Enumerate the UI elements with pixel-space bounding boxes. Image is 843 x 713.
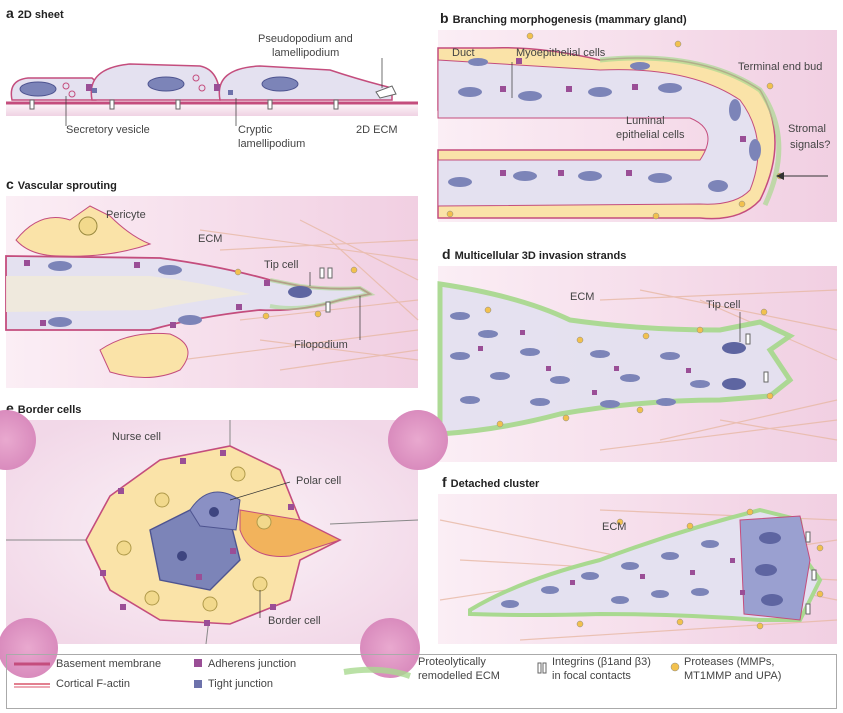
label-filopodium: Filopodium	[294, 339, 348, 351]
panel-c: Pericyte ECM Tip cell Filopodium	[6, 196, 418, 388]
label-terminal-end-bud: Terminal end bud	[738, 61, 822, 73]
panel-a: Pseudopodium and lamellipodium Secretory…	[6, 33, 420, 150]
panel-e: Nurse cell Polar cell Border cell	[0, 410, 448, 678]
legend-remodelled-ecm: remodelled ECM	[418, 670, 500, 683]
legend-proteases-types: MT1MMP and UPA)	[684, 670, 781, 683]
label-tip-cell-c: Tip cell	[264, 259, 298, 271]
label-polar-cell: Polar cell	[296, 475, 341, 487]
label-pericyte: Pericyte	[106, 209, 146, 221]
legend-proteolytically: Proteolytically	[418, 656, 486, 669]
label-luminal: Luminal	[626, 115, 665, 127]
legend-tight-junction: Tight junction	[208, 678, 273, 691]
label-stromal: Stromal	[788, 123, 826, 135]
label-luminal-epithelial: epithelial cells	[616, 129, 685, 141]
label-ecm-d: ECM	[570, 291, 594, 303]
label-secretory-vesicle: Secretory vesicle	[66, 124, 150, 136]
legend-adherens-junction: Adherens junction	[208, 658, 296, 671]
label-lamellipodium: lamellipodium	[272, 47, 339, 59]
label-duct: Duct	[452, 47, 475, 59]
legend-proteases: Proteases (MMPs,	[684, 656, 774, 669]
label-stromal-signals: signals?	[790, 139, 830, 151]
label-cryptic-lamellipodium: lamellipodium	[238, 138, 305, 150]
panel-d: ECM Tip cell	[438, 266, 837, 462]
label-nurse-cell: Nurse cell	[112, 431, 161, 443]
legend-basement-membrane: Basement membrane	[56, 658, 161, 671]
panel-b: Duct Myoepithelial cells Terminal end bu…	[438, 30, 837, 222]
panel-f: ECM	[438, 494, 837, 644]
label-border-cell: Border cell	[268, 615, 321, 627]
label-cryptic: Cryptic	[238, 124, 273, 136]
legend-focal-contacts: in focal contacts	[552, 670, 631, 683]
label-ecm-f: ECM	[602, 521, 626, 533]
label-ecm-c: ECM	[198, 233, 222, 245]
label-2d-ecm: 2D ECM	[356, 124, 398, 136]
label-tip-cell-d: Tip cell	[706, 299, 740, 311]
label-myoepithelial: Myoepithelial cells	[516, 47, 606, 59]
legend-cortical-f-actin: Cortical F-actin	[56, 678, 130, 691]
label-pseudopodium: Pseudopodium and	[258, 33, 353, 45]
legend-integrins: Integrins (β1and β3)	[552, 656, 651, 669]
